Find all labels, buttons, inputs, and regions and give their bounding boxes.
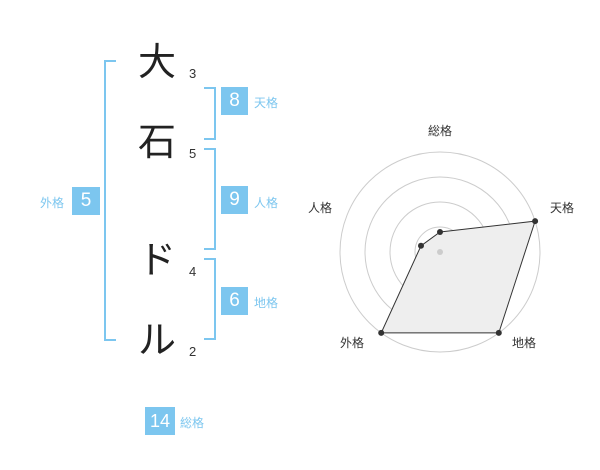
radar-chart: 総格 天格 地格 外格 人格 xyxy=(308,123,574,353)
chikaku-label: 地格 xyxy=(254,296,279,310)
radar-axis-label-jinkaku: 人格 xyxy=(308,200,332,215)
radar-axis-label-gaikaku: 外格 xyxy=(340,335,364,350)
radar-area xyxy=(380,220,536,334)
jinkaku-value-box: 9 xyxy=(221,186,248,214)
stroke-count-3: 4 xyxy=(189,264,197,279)
chikaku-value-box: 6 xyxy=(221,287,248,315)
name-char-4: ル xyxy=(137,318,176,362)
tenkaku-label: 天格 xyxy=(254,96,279,110)
radar-point-1 xyxy=(437,229,443,235)
name-char-2: 石 xyxy=(137,120,176,164)
radar-axis-label-soukaku: 総格 xyxy=(428,123,452,138)
jinkaku-label: 人格 xyxy=(254,196,279,210)
gaikaku-bracket xyxy=(104,60,116,341)
name-char-3: ド xyxy=(137,238,176,282)
gaikaku-value-box: 5 xyxy=(72,187,100,215)
tenkaku-bracket xyxy=(204,87,216,140)
soukaku-value-box: 14 xyxy=(145,407,175,435)
radar-point-2 xyxy=(532,218,539,225)
radar-axis-label-chikaku: 地格 xyxy=(512,335,536,350)
radar-axis-label-tenkaku: 天格 xyxy=(550,200,574,215)
radar-point-3 xyxy=(495,329,502,336)
soukaku-label: 総格 xyxy=(180,416,205,430)
gaikaku-label: 外格 xyxy=(40,196,65,210)
radar-point-5 xyxy=(418,242,424,249)
name-char-1: 大 xyxy=(137,40,176,84)
jinkaku-bracket xyxy=(204,148,216,250)
stroke-count-4: 2 xyxy=(189,344,197,359)
chikaku-bracket xyxy=(204,258,216,340)
radar-point-4 xyxy=(378,329,385,336)
stroke-count-1: 3 xyxy=(189,66,197,81)
stroke-count-2: 5 xyxy=(189,146,197,161)
radar-ring-4 xyxy=(339,151,541,353)
tenkaku-value-box: 8 xyxy=(221,87,248,115)
radar-center-dot xyxy=(437,249,443,255)
